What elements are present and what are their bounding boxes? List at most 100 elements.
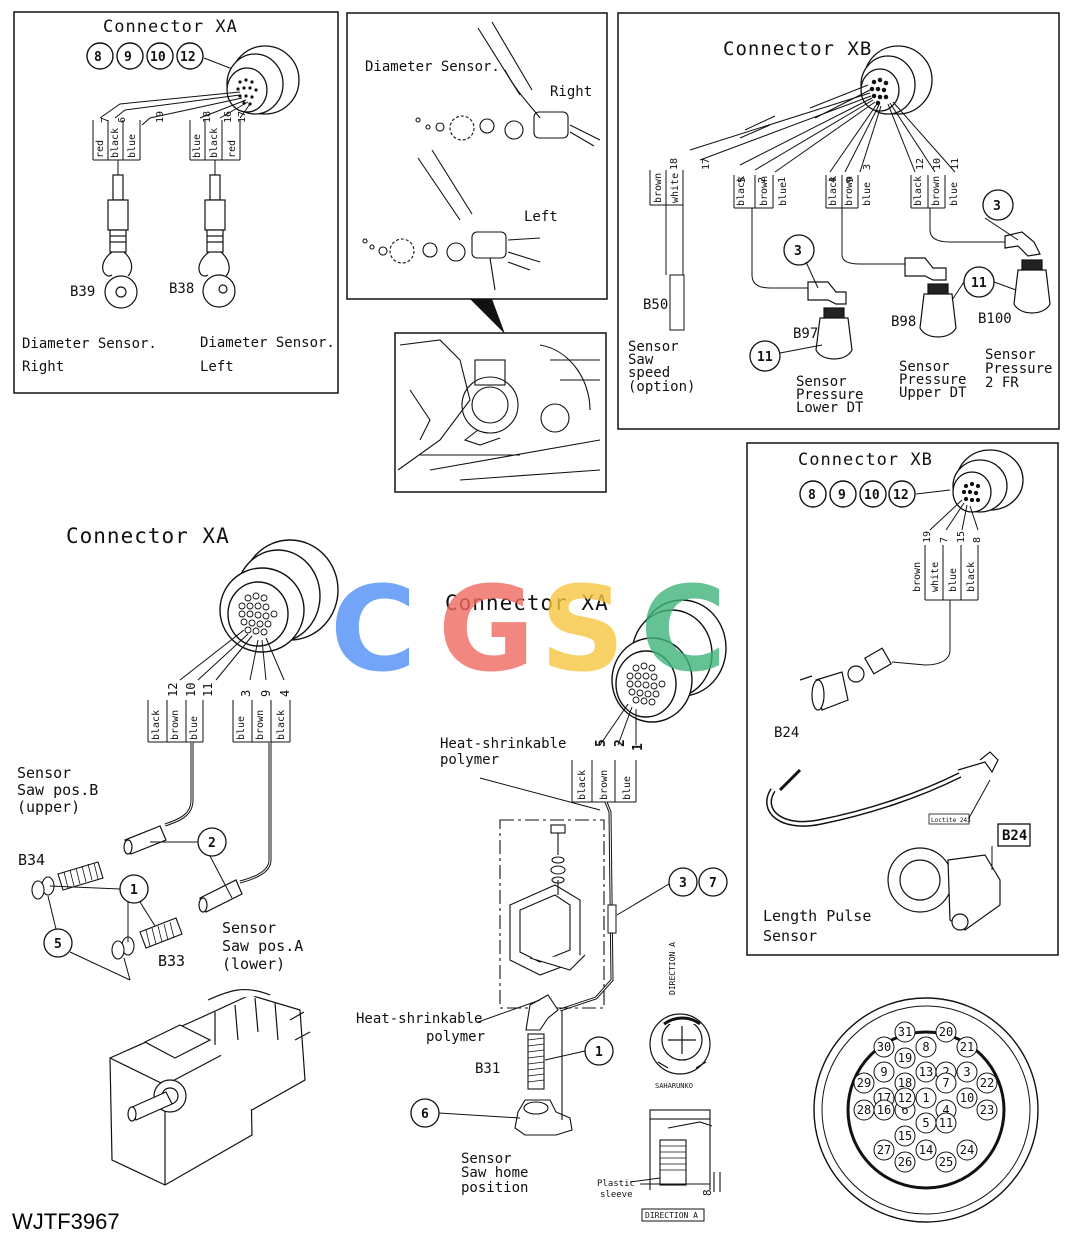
- pin-socket: [976, 1072, 998, 1094]
- wire-number: 18: [202, 111, 213, 123]
- direction-box: [641, 1208, 705, 1222]
- wire-color: blue: [127, 134, 138, 158]
- pin-socket: [956, 1139, 978, 1161]
- wire-number: 7: [100, 117, 111, 123]
- bubble-label: 8: [808, 488, 816, 503]
- pin-number: 30: [877, 1040, 891, 1054]
- panel-title: Diameter Sensor.: [365, 59, 500, 75]
- label-right: Right: [550, 84, 592, 100]
- wire-number: 18: [669, 158, 680, 170]
- wire-color: white: [670, 173, 681, 203]
- pin-number: 6: [901, 1103, 908, 1117]
- bubble-label: 3: [993, 199, 1001, 214]
- wire-color: brown: [170, 710, 181, 740]
- pin-number: 9: [880, 1065, 887, 1079]
- caption: Pressure: [899, 372, 966, 388]
- sensor-id: B38: [169, 281, 194, 297]
- wire-color: blue: [862, 182, 873, 206]
- bubble-label: 5: [54, 937, 62, 952]
- sensor-id: B24: [1002, 828, 1027, 844]
- bubble-label: 9: [124, 50, 132, 65]
- wire-number: 2: [757, 177, 768, 183]
- pin-socket: [935, 1021, 957, 1043]
- direction-view-icon: [649, 1013, 711, 1075]
- loctite-label: Loctite 243: [931, 817, 971, 824]
- bubble-label: 1: [595, 1045, 603, 1060]
- wire-color: black: [736, 176, 747, 206]
- connector-title: Connector XB: [723, 38, 872, 60]
- bubble-label: 12: [180, 50, 196, 65]
- caption: Sensor: [628, 339, 679, 355]
- wire-color: black: [913, 176, 924, 206]
- caption: Saw: [628, 352, 654, 368]
- caption: Diameter Sensor.: [22, 336, 157, 352]
- pin-number: 7: [942, 1076, 949, 1090]
- pin-socket: [873, 1099, 895, 1121]
- pin-number: 19: [898, 1051, 912, 1065]
- sensor-id: B33: [158, 952, 185, 970]
- bubble-label: 10: [864, 488, 880, 503]
- caption: position: [461, 1180, 528, 1196]
- caption: Length Pulse: [763, 907, 871, 925]
- wire-number: 11: [950, 158, 961, 170]
- connector-plug-icon: [611, 599, 727, 723]
- loctite-tag: [928, 813, 970, 825]
- wire-color: black: [209, 128, 220, 158]
- pin-number: 25: [939, 1155, 953, 1169]
- wire-color: brown: [759, 176, 770, 206]
- pin-socket: [935, 1112, 957, 1134]
- connector-title: Connector XA: [445, 591, 609, 615]
- pin-socket: [956, 1061, 978, 1083]
- home-position-sensor-icon: [514, 994, 573, 1136]
- pin-number: 1: [922, 1091, 929, 1105]
- caption: speed: [628, 365, 670, 381]
- pin-number: 5: [922, 1116, 929, 1130]
- wire-number: 1: [777, 177, 788, 183]
- pressure-sensor-icon: [807, 231, 1051, 360]
- wire-color: black: [151, 710, 162, 740]
- connector-plug-icon: [219, 539, 339, 653]
- sensor-id-box: [997, 823, 1031, 847]
- wire-number: 12: [915, 158, 926, 170]
- panel-diameter-sensor-exploded: Diameter Sensor. Right Left: [346, 12, 608, 334]
- pin-socket: [915, 1061, 937, 1083]
- caption: (lower): [222, 955, 285, 973]
- pin-socket: [894, 1151, 916, 1173]
- caption: Sensor: [796, 374, 847, 390]
- pin-socket: [915, 1139, 937, 1161]
- wire-number: 16: [223, 111, 234, 123]
- dimension-label: 8: [701, 1189, 714, 1196]
- pin-number: 11: [939, 1116, 953, 1130]
- label-left: Left: [524, 209, 558, 225]
- pin-number: 12: [898, 1091, 912, 1105]
- proximity-plug-icon: [123, 825, 243, 913]
- wire-number: 4: [278, 690, 292, 697]
- pin-number: 10: [960, 1091, 974, 1105]
- pin-number: 14: [919, 1143, 933, 1157]
- bubble-label: 8: [94, 50, 102, 65]
- bubble-label: 7: [709, 876, 717, 891]
- document-id: WJTF3967: [12, 1209, 120, 1234]
- sensor-id: B100: [978, 311, 1012, 327]
- mounting-bracket-icon: [499, 819, 605, 1009]
- caption: 2 FR: [985, 375, 1019, 391]
- pin-number: 18: [898, 1076, 912, 1090]
- sensor-id: B50: [643, 297, 668, 313]
- sensor-id: B31: [475, 1061, 500, 1077]
- wire-number: 11: [201, 683, 215, 697]
- wire-color: black: [966, 562, 977, 592]
- wire-number: 4: [828, 177, 839, 183]
- wire-color: black: [276, 710, 287, 740]
- caption: (option): [628, 379, 695, 395]
- caption: Saw home: [461, 1165, 528, 1181]
- cgsc-watermark: C G S C: [330, 560, 727, 698]
- pin-number: 29: [857, 1076, 871, 1090]
- threaded-sensor-icon: [31, 861, 183, 960]
- wire-color: blue: [949, 182, 960, 206]
- connector-plug-icon: [952, 449, 1024, 513]
- section-saw-home-sensor: Connector XA 5 2 1 black brown blue Heat…: [356, 591, 728, 1222]
- photo-inset: [394, 332, 607, 493]
- caption: Diameter Sensor.: [200, 335, 335, 351]
- wire-color: brown: [844, 176, 855, 206]
